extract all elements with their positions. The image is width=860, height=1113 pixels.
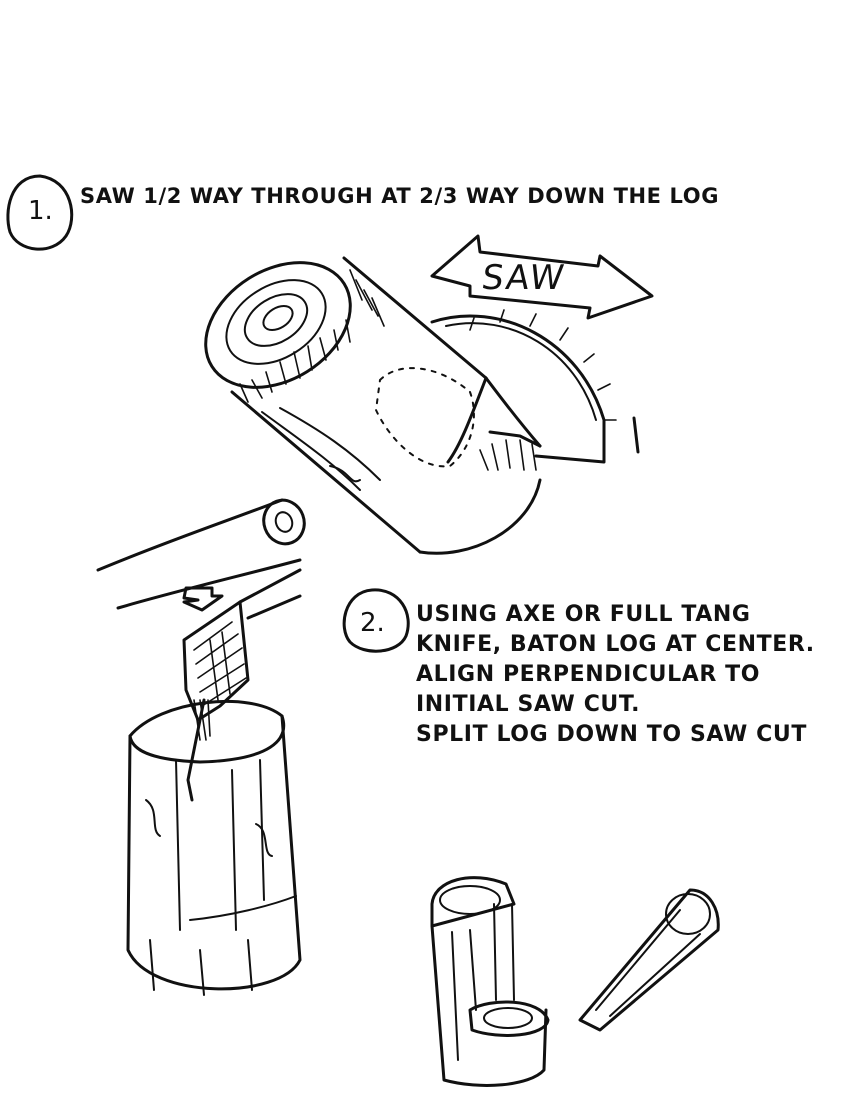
split-halves-result	[430, 876, 720, 1087]
baton-stick	[96, 498, 306, 610]
step-2-line: ALIGN PERPENDICULAR TO	[416, 662, 761, 687]
step-1-caption: SAW 1/2 WAY THROUGH AT 2/3 WAY DOWN THE …	[80, 184, 720, 208]
step-2-circle	[342, 588, 410, 653]
step-1-circle	[6, 174, 74, 251]
step-2-caption: USING AXE OR FULL TANG KNIFE, BATON LOG …	[416, 600, 815, 750]
split-log-stump	[126, 698, 302, 996]
step-2-line: SPLIT LOG DOWN TO SAW CUT	[416, 722, 807, 747]
saw-direction-arrow	[430, 234, 654, 320]
step-2-line: INITIAL SAW CUT.	[416, 692, 641, 717]
axe-blade	[182, 568, 302, 722]
log-illustration	[204, 256, 640, 555]
step-2-line: KNIFE, BATON LOG AT CENTER.	[416, 632, 815, 657]
step-1-number: 1.	[28, 196, 53, 226]
step-2-line: USING AXE OR FULL TANG	[416, 602, 751, 627]
saw-arrow-label: SAW	[479, 258, 569, 298]
step-2-number: 2.	[360, 608, 385, 638]
